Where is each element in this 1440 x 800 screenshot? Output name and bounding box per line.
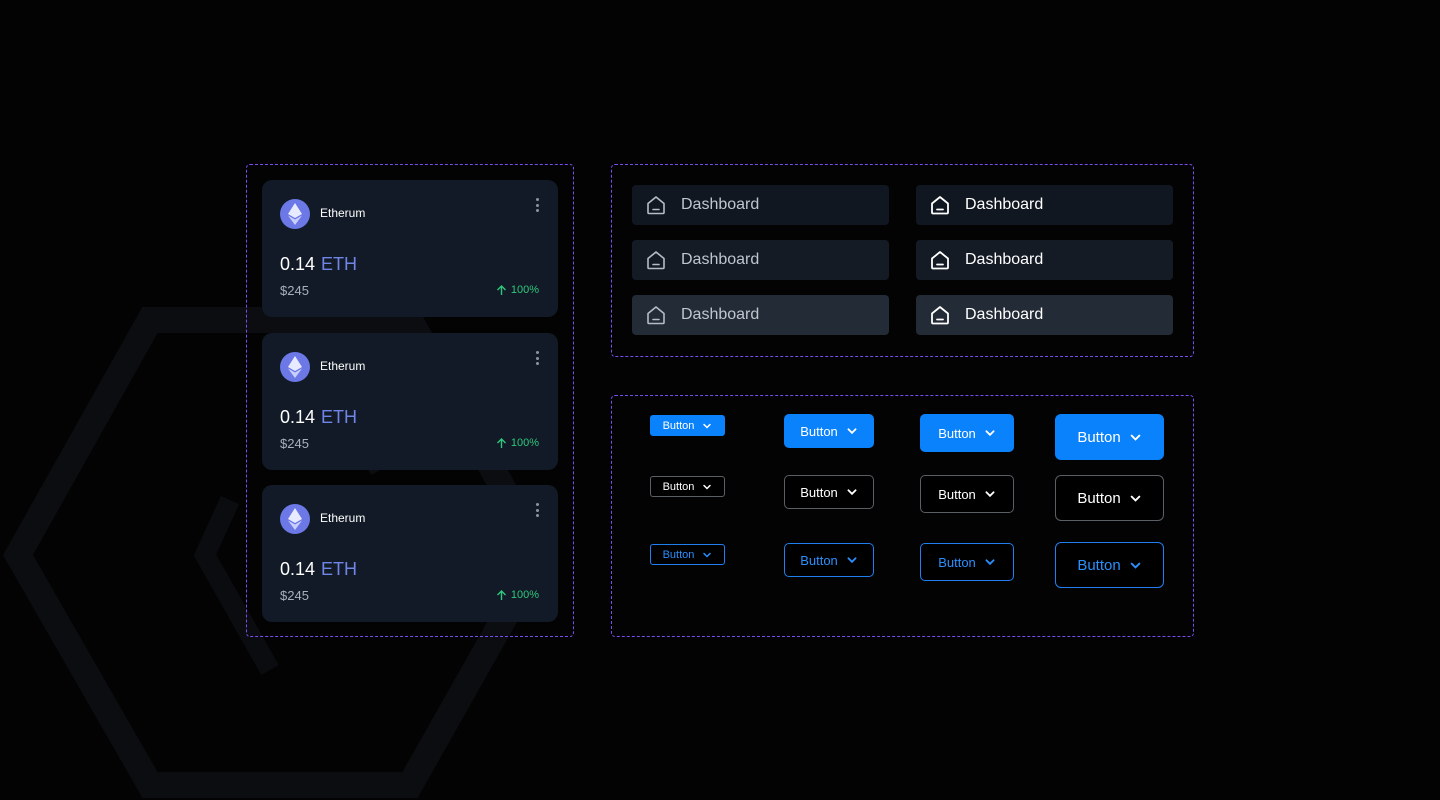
usd-value: $245 [280, 436, 309, 451]
home-icon [931, 251, 949, 270]
nav-items-frame: Dashboard Dashboard Dashboard Dashboard … [611, 164, 1194, 357]
chevron-down-icon [847, 557, 857, 564]
amount-value: 0.14 [280, 254, 316, 274]
chevron-down-icon [703, 484, 712, 490]
button-label: Button [800, 484, 838, 500]
amount-value: 0.14 [280, 407, 316, 427]
nav-item-dashboard[interactable]: Dashboard [632, 185, 889, 225]
chevron-down-icon [985, 430, 995, 437]
usd-value: $245 [280, 283, 309, 298]
button-label: Button [662, 419, 695, 432]
change-indicator: 100% [496, 437, 539, 449]
nav-item-label: Dashboard [965, 196, 1044, 213]
chevron-down-icon [1130, 434, 1140, 441]
arrow-up-icon [496, 284, 506, 295]
dropdown-button-primary-xs[interactable]: Button [650, 415, 725, 436]
button-label: Button [938, 486, 976, 502]
nav-item-dashboard-active[interactable]: Dashboard [916, 240, 1173, 280]
chevron-down-icon [847, 489, 857, 496]
arrow-up-icon [496, 437, 506, 448]
chevron-down-icon [1130, 495, 1140, 502]
change-percent: 100% [510, 589, 539, 601]
button-label: Button [938, 425, 976, 441]
dropdown-button-primary-md[interactable]: Button [920, 414, 1014, 452]
nav-item-dashboard-active[interactable]: Dashboard [916, 185, 1173, 225]
nav-item-dashboard[interactable]: Dashboard [632, 240, 889, 280]
ethereum-icon [280, 504, 310, 534]
coin-name: Etherum [320, 511, 366, 525]
home-icon [931, 196, 949, 215]
button-label: Button [1077, 556, 1121, 574]
more-options-icon[interactable] [534, 198, 540, 212]
button-label: Button [800, 423, 838, 439]
button-label: Button [662, 548, 695, 561]
dropdown-button-outline-lg[interactable]: Button [1055, 542, 1164, 588]
button-label: Button [1077, 489, 1121, 507]
change-percent: 100% [510, 437, 539, 449]
chevron-down-icon [1130, 562, 1140, 569]
dropdown-button-primary-lg[interactable]: Button [1055, 414, 1164, 460]
home-icon [931, 306, 949, 325]
dropdown-button-outline-xs[interactable]: Button [650, 544, 725, 565]
home-icon [647, 251, 665, 270]
amount-unit: ETH [321, 559, 358, 579]
change-indicator: 100% [496, 284, 539, 296]
nav-item-label: Dashboard [965, 306, 1044, 323]
nav-item-dashboard[interactable]: Dashboard [632, 295, 889, 335]
dropdown-button-dark-xs[interactable]: Button [650, 476, 725, 497]
amount-unit: ETH [321, 254, 358, 274]
chevron-down-icon [847, 428, 857, 435]
dropdown-button-primary-sm[interactable]: Button [784, 414, 874, 448]
chevron-down-icon [985, 491, 995, 498]
dropdown-button-dark-sm[interactable]: Button [784, 475, 874, 509]
amount-value: 0.14 [280, 559, 316, 579]
amount-unit: ETH [321, 407, 358, 427]
dropdown-button-dark-lg[interactable]: Button [1055, 475, 1164, 521]
more-options-icon[interactable] [534, 351, 540, 365]
chevron-down-icon [703, 423, 712, 429]
home-icon [647, 196, 665, 215]
button-label: Button [1077, 428, 1121, 446]
nav-item-label: Dashboard [965, 251, 1044, 268]
button-label: Button [800, 552, 838, 568]
usd-value: $245 [280, 588, 309, 603]
change-percent: 100% [510, 284, 539, 296]
dropdown-button-outline-sm[interactable]: Button [784, 543, 874, 577]
ethereum-icon [280, 199, 310, 229]
nav-item-label: Dashboard [681, 196, 760, 213]
button-label: Button [938, 554, 976, 570]
nav-item-label: Dashboard [681, 306, 760, 323]
dropdown-button-outline-md[interactable]: Button [920, 543, 1014, 581]
chevron-down-icon [985, 559, 995, 566]
nav-item-label: Dashboard [681, 251, 760, 268]
change-indicator: 100% [496, 589, 539, 601]
coin-name: Etherum [320, 206, 366, 220]
dropdown-button-dark-md[interactable]: Button [920, 475, 1014, 513]
more-options-icon[interactable] [534, 503, 540, 517]
coin-name: Etherum [320, 359, 366, 373]
chevron-down-icon [703, 552, 712, 558]
ethereum-icon [280, 352, 310, 382]
buttons-frame: Button Button Button Button Button Butto… [611, 395, 1194, 637]
home-icon [647, 306, 665, 325]
arrow-up-icon [496, 589, 506, 600]
button-label: Button [662, 480, 695, 493]
nav-item-dashboard-active[interactable]: Dashboard [916, 295, 1173, 335]
